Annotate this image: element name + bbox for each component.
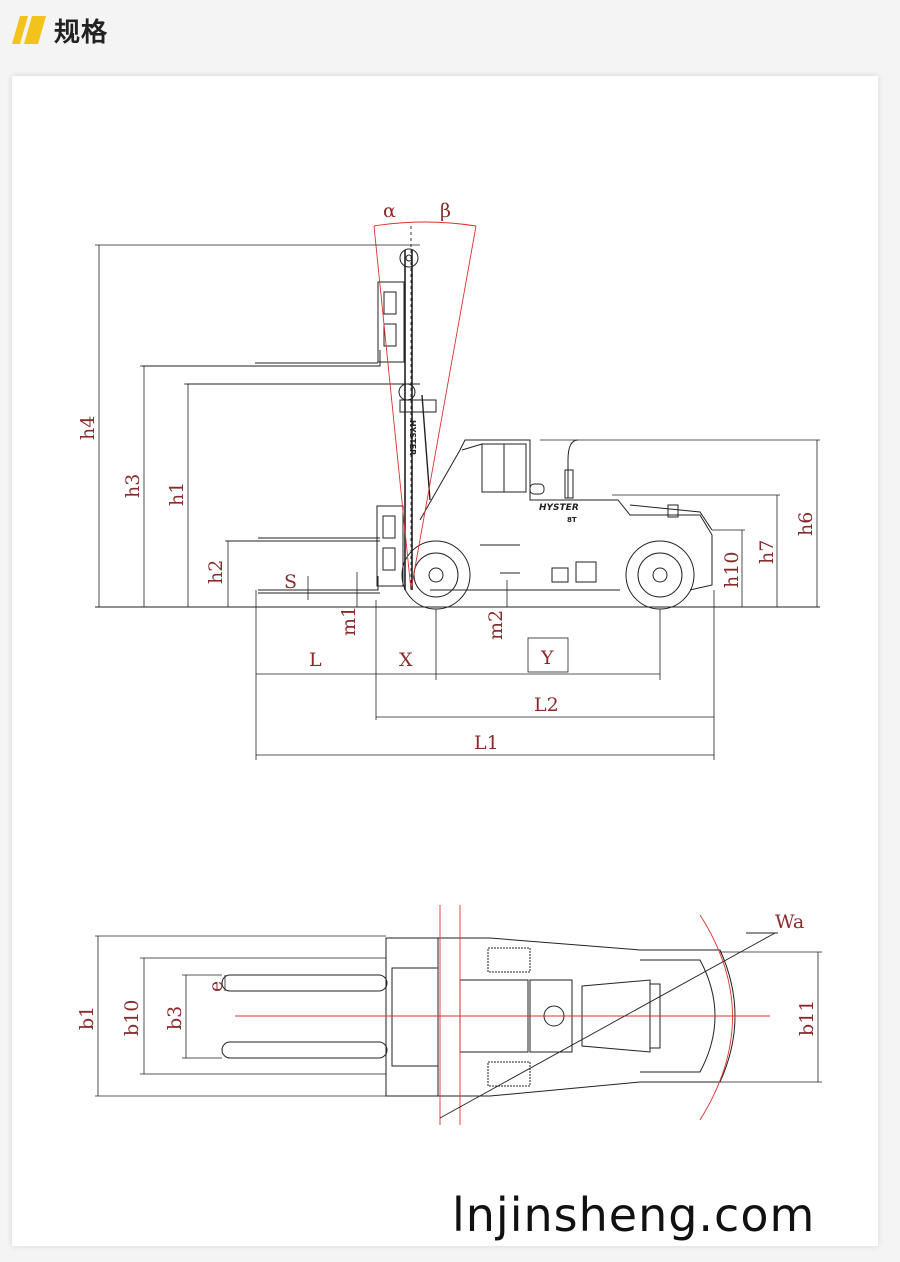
label-m2: m2 [485, 610, 507, 640]
label-h1: h1 [166, 482, 188, 506]
label-h7: h7 [756, 540, 778, 564]
section-title: 规格 [54, 18, 109, 48]
top-construction [235, 905, 770, 1125]
label-h10: h10 [721, 552, 743, 588]
label-Wa: Wa [775, 911, 804, 933]
label-e: e [205, 981, 227, 992]
side-dimensions [95, 244, 820, 760]
label-m1: m1 [338, 606, 360, 636]
label-S: S [284, 571, 297, 593]
top-view [221, 937, 736, 1097]
top-diagonal [439, 932, 778, 1119]
brand-decal: HYSTER [539, 503, 579, 513]
watermark-text: lnjinsheng.com [452, 1188, 816, 1242]
label-beta: β [440, 200, 451, 222]
label-L2: L2 [534, 694, 559, 716]
label-L: L [309, 649, 322, 671]
section-header: 规格 [0, 0, 900, 64]
label-X: X [399, 649, 413, 671]
label-b3: b3 [164, 1006, 186, 1030]
side-labels: α β h4 h3 h1 h2 S m1 m2 h10 h7 h6 L X Y … [77, 200, 817, 754]
label-h6: h6 [795, 512, 817, 536]
label-L1: L1 [474, 732, 499, 754]
mast-brand-decal: HYSTER [408, 420, 417, 455]
label-h3: h3 [122, 474, 144, 498]
top-labels: b1 b10 b3 e b11 Wa [76, 911, 818, 1036]
top-dimensions [95, 935, 822, 1097]
label-Y: Y [540, 647, 554, 669]
label-b10: b10 [121, 1000, 143, 1036]
side-view: HYSTER 8T HYSTER [95, 248, 820, 610]
label-h4: h4 [77, 416, 99, 440]
label-h2: h2 [205, 560, 227, 584]
tilt-angle-lines [373, 221, 477, 591]
label-b11: b11 [796, 1000, 818, 1036]
label-b1: b1 [76, 1006, 98, 1030]
label-alpha: α [383, 200, 396, 222]
model-decal: 8T [567, 516, 577, 524]
header-accent-icon [12, 16, 46, 44]
drawing-card [12, 76, 878, 1246]
